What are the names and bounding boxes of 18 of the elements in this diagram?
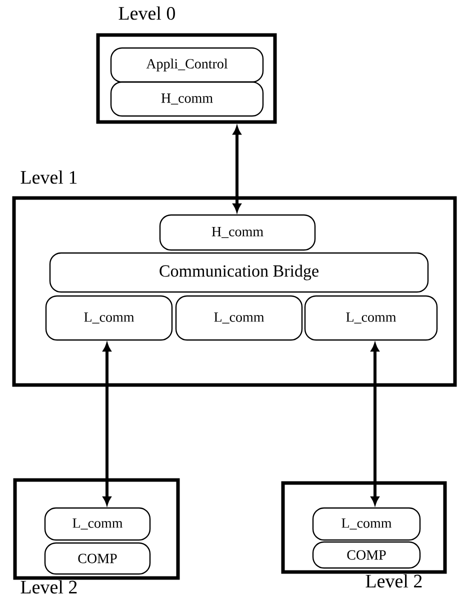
double-arrow bbox=[233, 126, 241, 212]
module-box: L_comm bbox=[175, 295, 303, 341]
module-box: L_comm bbox=[45, 295, 173, 341]
module-box: L_comm bbox=[44, 507, 151, 541]
module-box: L_comm bbox=[312, 507, 421, 541]
module-box: H_comm bbox=[159, 214, 316, 251]
module-box: COMP bbox=[44, 542, 151, 575]
double-arrow bbox=[103, 343, 111, 505]
module-box: Communication Bridge bbox=[49, 252, 429, 293]
module-box: Appli_Control bbox=[110, 47, 264, 83]
module-box: H_comm bbox=[110, 81, 264, 117]
node-label: Level 0 bbox=[118, 6, 175, 20]
module-box: COMP bbox=[312, 541, 421, 569]
node-label: Level 2 bbox=[366, 574, 422, 588]
node-label: Level 2 bbox=[20, 580, 77, 594]
double-arrow bbox=[371, 343, 379, 505]
module-box: L_comm bbox=[304, 295, 438, 341]
node-label: Level 1 bbox=[20, 170, 77, 184]
